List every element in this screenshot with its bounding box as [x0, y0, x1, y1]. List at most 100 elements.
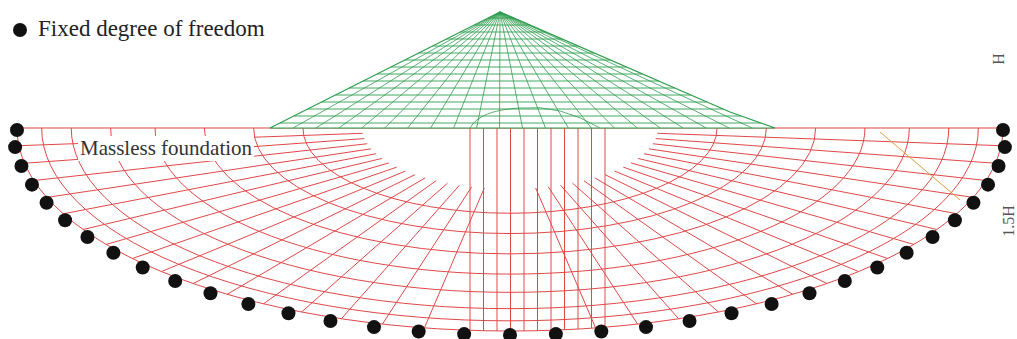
mesh-vertical — [483, 128, 484, 331]
dam-radial — [293, 12, 500, 128]
fixed-dof-dot — [136, 260, 150, 274]
fixed-dof-dot — [40, 196, 54, 210]
mesh-radial — [653, 144, 986, 181]
fixed-dof-dot — [25, 178, 39, 192]
fixed-dof-dot — [981, 178, 995, 192]
mesh-radial — [623, 167, 887, 258]
dam-layer — [322, 102, 707, 103]
dam-mesh — [270, 12, 775, 128]
dam-radial — [408, 12, 500, 128]
dam-radial — [362, 12, 500, 128]
dam-radial — [500, 12, 523, 128]
mesh-vertical — [605, 128, 606, 327]
dam-layer — [446, 39, 562, 40]
dam-radial — [500, 12, 729, 128]
dimension-label: H — [990, 51, 1008, 67]
dam-radial — [500, 12, 683, 128]
fixed-dof-dot — [725, 306, 739, 320]
dam-core — [470, 107, 600, 128]
fixed-dof-dot — [639, 320, 653, 334]
fixed-dof-dot — [966, 196, 980, 210]
mesh-radial — [341, 185, 459, 319]
fixed-dof-dots — [8, 123, 1012, 339]
dam-radial — [431, 12, 500, 128]
fixed-dof-dot — [549, 327, 563, 339]
fixed-dof-dot — [203, 286, 217, 300]
mesh-radial — [657, 133, 1001, 145]
mesh-radial — [656, 139, 996, 164]
fixed-dof-dot — [765, 297, 779, 311]
fixed-dof-dot — [412, 324, 426, 338]
dam-layer — [377, 74, 643, 75]
fixed-dof-dot — [870, 260, 884, 274]
mesh-radial — [424, 188, 484, 328]
mesh-vertical — [470, 128, 471, 330]
legend-text: Fixed degree of freedom — [38, 16, 265, 42]
fixed-dof-dot — [168, 274, 182, 288]
mesh-vertical — [510, 128, 511, 331]
fixed-dof-dot — [926, 230, 940, 244]
mesh-vertical — [497, 128, 498, 331]
fixed-dof-dot — [594, 324, 608, 338]
fixed-dof-dot — [503, 328, 517, 339]
dam-layer — [419, 53, 595, 54]
fixed-dof-dot — [80, 230, 94, 244]
dam-radial — [385, 12, 500, 128]
dam-outline — [270, 12, 775, 128]
mesh-vertical — [591, 128, 592, 328]
mesh-radial — [302, 183, 448, 312]
fixed-dof-dot — [8, 140, 22, 154]
fixed-dof-dot — [992, 159, 1006, 173]
mesh-radial — [644, 154, 957, 214]
mesh-radial — [595, 178, 793, 294]
region-label: Massless foundation — [78, 136, 254, 161]
mesh-radial — [63, 154, 376, 214]
fixed-dof-dot — [241, 297, 255, 311]
dam-radial — [339, 12, 500, 128]
mesh-radial — [880, 132, 960, 200]
dam-radial — [500, 12, 706, 128]
mesh-vertical — [578, 128, 579, 329]
mesh-vertical — [564, 128, 565, 330]
fixed-dof-dot — [457, 327, 471, 339]
dam-radial — [500, 12, 752, 128]
mesh-radial — [264, 181, 437, 304]
dam-layer — [349, 88, 674, 89]
legend-dot — [13, 23, 27, 37]
mesh-vertical — [551, 128, 552, 330]
fixed-dof-dot — [838, 274, 852, 288]
mesh-vertical — [537, 128, 538, 331]
mesh-radial — [83, 158, 382, 229]
dam-layer — [294, 116, 741, 117]
dam-layer — [433, 46, 579, 47]
mesh-radial — [132, 167, 396, 258]
mesh-vertical — [524, 128, 525, 331]
fixed-dof-dot — [323, 314, 337, 328]
fixed-dof-dot — [58, 213, 72, 227]
mesh-radial — [548, 187, 637, 324]
mesh-radial — [631, 163, 914, 245]
dam-radial — [316, 12, 500, 128]
fixed-dof-dot — [281, 306, 295, 320]
mesh-radial — [193, 175, 415, 284]
fixed-dof-dot — [803, 286, 817, 300]
dam-radial — [477, 12, 500, 128]
fixed-dof-dot — [948, 213, 962, 227]
mesh-radial — [584, 181, 757, 304]
dam-layer — [335, 95, 690, 96]
dam-radial — [500, 12, 637, 128]
mesh-radial — [227, 178, 425, 294]
mesh-radial — [615, 171, 859, 271]
dam-layer — [280, 123, 761, 124]
dam-layer — [405, 60, 611, 61]
dam-layer — [391, 67, 627, 68]
mesh-arc — [42, 128, 979, 321]
fixed-dof-dot — [996, 123, 1010, 137]
foundation-mesh — [10, 128, 1007, 331]
mesh-arc — [17, 128, 1003, 331]
mesh-radial — [382, 187, 471, 324]
mesh-radial — [649, 149, 973, 198]
dam-radial — [500, 12, 591, 128]
